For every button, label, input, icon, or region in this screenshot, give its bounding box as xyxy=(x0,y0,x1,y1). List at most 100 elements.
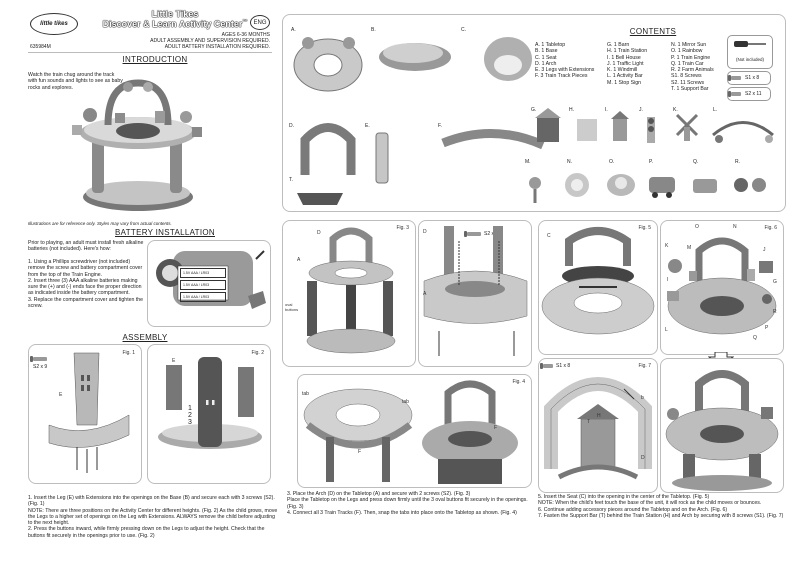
step-5: 5. Insert the Seat (C) into the opening … xyxy=(538,494,710,500)
part-l-label: L xyxy=(665,327,668,333)
screw-icon xyxy=(728,91,741,97)
step-3: 3. Place the Arch (D) on the Tabletop (A… xyxy=(287,491,471,497)
contents-item: D. 1 Arch xyxy=(535,60,557,67)
part-f-label: F xyxy=(358,449,362,455)
contents-item: N. 1 Mirror Sun xyxy=(671,42,707,48)
screwdriver-box: (Not included) xyxy=(727,35,773,69)
step-6: 6. Continue adding accessory pieces arou… xyxy=(538,506,728,513)
header-divider xyxy=(28,52,272,53)
screw-icon xyxy=(464,231,481,237)
product-code: 635984M xyxy=(30,44,51,50)
battery-step: 3. Replace the compartment cover and tig… xyxy=(28,296,144,310)
contents-column-1: A. 1 Tabletop B. 1 Base C. 1 Seat D. 1 A… xyxy=(535,42,615,80)
battery-cell: 1.5V AAA / LR03 xyxy=(180,280,226,290)
header-info: AGES 6-36 MONTHS ADULT ASSEMBLY AND SUPE… xyxy=(130,32,270,50)
s1-screw-box: S1 x 8 xyxy=(727,71,771,85)
part-b-label: B. xyxy=(371,27,376,33)
intro-heading: INTRODUCTION xyxy=(122,55,188,64)
contents-item: L. 1 Activity Bar xyxy=(607,73,643,80)
tab-label: tab xyxy=(402,399,409,405)
step-note: Place the Tabletop on the Legs and press… xyxy=(287,497,528,510)
part-h-label: H xyxy=(597,413,601,419)
part-q-label: Q. xyxy=(693,159,699,165)
adult-assembly-note: ADULT ASSEMBLY AND SUPERVISION REQUIRED. xyxy=(150,38,270,44)
contents-item: P. 1 Train Engine xyxy=(671,54,711,61)
part-k-label: K xyxy=(665,243,669,249)
screwdriver-icon xyxy=(734,41,766,47)
height-positions: 1 2 3 xyxy=(188,405,192,426)
figure-4-label: Fig. 4 xyxy=(512,379,525,385)
s1-screw-count: S1 x 8 xyxy=(540,363,570,369)
part-a-label: A xyxy=(297,257,301,263)
step-1: 1. Insert the Leg (E) with Extensions in… xyxy=(28,495,275,508)
part-c-label: C. xyxy=(461,27,466,33)
figure-6-label: Fig. 6 xyxy=(764,225,777,231)
part-g-label: G. xyxy=(531,107,537,113)
assembly-heading: ASSEMBLY xyxy=(122,333,168,342)
contents-column-2: G. 1 Barn H. 1 Train Station I. 1 Bell H… xyxy=(607,42,677,86)
battery-cell: 1.5V AAA / LR03 xyxy=(180,292,226,302)
part-d-label: D xyxy=(423,229,427,235)
s2-screw-count: S2 x 2 xyxy=(464,231,498,237)
figure-1: Fig. 1 S2 x 9 E xyxy=(28,344,142,484)
language-badge: ENG xyxy=(250,15,270,30)
part-e-label: E. xyxy=(365,123,370,129)
contents-item: E. 3 Legs with Extensions xyxy=(535,67,595,74)
brand-name: Little Tikes xyxy=(151,9,199,19)
contents-item: S2. 11 Screws xyxy=(671,79,705,86)
part-n-label: N xyxy=(733,224,737,230)
part-c-label: C xyxy=(547,233,551,239)
contents-item: K. 1 Windmill xyxy=(607,67,638,74)
part-f-label: F xyxy=(494,425,498,431)
battery-heading: BATTERY INSTALLATION xyxy=(115,228,215,237)
s2-screw-count: S2 x 9 xyxy=(30,356,47,370)
contents-item: F. 3 Train Track Pieces xyxy=(535,73,588,80)
figure-4: Fig. 4 tab tab F F xyxy=(297,374,532,488)
part-b-label: b xyxy=(641,395,644,401)
battery-figure: 1.5V AAA / LR03 1.5V AAA / LR03 1.5V AAA… xyxy=(147,240,271,327)
part-g-label: G xyxy=(773,279,777,285)
part-o-label: O. xyxy=(609,159,615,165)
step-2: 2. Press the buttons inward, while firml… xyxy=(28,526,265,539)
illustration-footnote: Illustrations are for reference only. St… xyxy=(28,221,172,226)
parts-illustrations xyxy=(293,37,774,205)
part-d-label: D xyxy=(641,455,645,461)
part-o-label: O xyxy=(695,224,699,230)
figure-2: Fig. 2 E 1 2 3 xyxy=(147,344,271,484)
contents-item: I. 1 Bell House xyxy=(607,54,641,61)
steps-column-1: 1. Insert the Leg (E) with Extensions in… xyxy=(28,495,278,539)
contents-item: C. 1 Seat xyxy=(535,54,557,61)
not-included-label: (Not included) xyxy=(735,57,764,62)
contents-item: T. 1 Support Bar xyxy=(671,86,709,93)
steps-column-3: 5. Insert the Seat (C) into the opening … xyxy=(538,494,788,519)
contents-panel: CONTENTS A. 1 Tabletop B. 1 Base C. 1 Se… xyxy=(282,14,786,212)
screw-icon xyxy=(30,356,47,362)
figure-6: Fig. 6 O N K M I J G L Q P R xyxy=(660,220,784,355)
figure-5-label: Fig. 5 xyxy=(638,225,651,231)
part-a-label: A xyxy=(423,291,427,297)
battery-cells: 1.5V AAA / LR03 1.5V AAA / LR03 1.5V AAA… xyxy=(180,268,226,302)
figure-2-label: Fig. 2 xyxy=(251,350,264,356)
part-p-label: P. xyxy=(649,159,654,165)
figure-1-label: Fig. 1 xyxy=(122,350,135,356)
figure-5: Fig. 5 C xyxy=(538,220,658,355)
part-m-label: M. xyxy=(525,159,531,165)
contents-item: B. 1 Base xyxy=(535,48,558,55)
logo-text: little tikes xyxy=(40,21,68,27)
contents-item: A. 1 Tabletop xyxy=(535,42,566,48)
part-i-label: I xyxy=(667,277,669,283)
part-j-label: J xyxy=(763,247,766,253)
figure-7-label: Fig. 7 xyxy=(638,363,651,369)
part-r-label: R. xyxy=(735,159,740,165)
figure-3-label: Fig. 3 xyxy=(396,225,409,231)
battery-step: 1. Using a Phillips screwdriver (not inc… xyxy=(28,259,143,278)
screw-icon xyxy=(540,363,553,369)
battery-step: 2. Insert three (3) AAA alkaline batteri… xyxy=(28,277,142,297)
part-f-label: F. xyxy=(438,123,442,129)
step-note: NOTE: When the child's feet touch the ba… xyxy=(538,500,762,507)
part-n-label: N. xyxy=(567,159,572,165)
screw-icon xyxy=(728,75,741,81)
contents-item: H. 1 Train Station xyxy=(607,48,648,55)
part-d-label: D. xyxy=(289,123,294,129)
part-q-label: Q xyxy=(753,335,757,341)
